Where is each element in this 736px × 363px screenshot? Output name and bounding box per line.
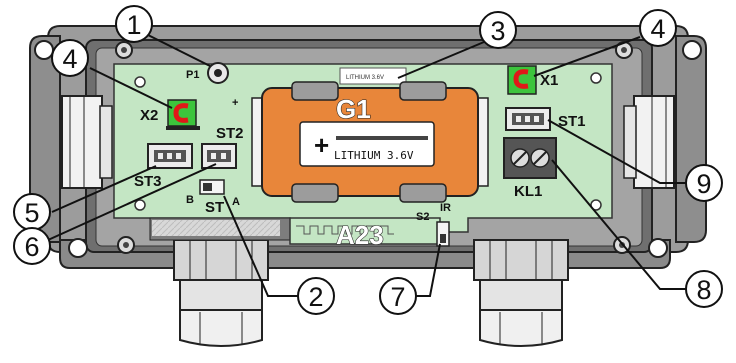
cable-gland-right bbox=[473, 239, 569, 347]
p1-label: P1 bbox=[186, 69, 199, 81]
x2-label: X2 bbox=[140, 107, 158, 124]
jumper-x2: X2 + bbox=[140, 97, 238, 130]
sticker-text: LITHIUM 3.6V bbox=[346, 75, 384, 81]
mount-hole bbox=[682, 40, 702, 60]
svg-text:9: 9 bbox=[696, 169, 711, 199]
side-gland-left bbox=[61, 95, 113, 189]
svg-text:3: 3 bbox=[490, 16, 505, 46]
callout-4-left: 4 bbox=[51, 39, 89, 77]
svg-text:1: 1 bbox=[126, 10, 141, 40]
callout-7: 7 bbox=[379, 277, 417, 315]
a23-label: A23 bbox=[336, 220, 384, 250]
ir-label: IR bbox=[440, 202, 451, 214]
connector-st2: ST2 bbox=[201, 125, 244, 169]
mount-hole bbox=[34, 40, 54, 60]
st3-label: ST3 bbox=[134, 173, 162, 190]
svg-text:2: 2 bbox=[308, 282, 323, 312]
switch-a-label: A bbox=[232, 196, 240, 208]
screw-icon bbox=[117, 236, 135, 254]
callout-6: 6 bbox=[13, 227, 51, 265]
potentiometer-p1: P1 bbox=[186, 62, 229, 84]
callout-5: 5 bbox=[13, 193, 51, 231]
callout-4-right: 4 bbox=[639, 9, 677, 47]
mount-hole bbox=[648, 238, 668, 258]
battery-g1: + LITHIUM 3.6V G1 bbox=[251, 81, 489, 203]
battery-sticker: LITHIUM 3.6V bbox=[339, 67, 407, 85]
svg-text:8: 8 bbox=[696, 275, 711, 305]
jumper-x1: X1 bbox=[507, 65, 558, 95]
callout-2: 2 bbox=[297, 277, 335, 315]
connector-st1: ST1 bbox=[505, 107, 586, 131]
slide-switch-st: B ST A bbox=[186, 179, 240, 216]
terminal-kl1: KL1 bbox=[503, 137, 557, 200]
kl1-label: KL1 bbox=[514, 183, 542, 200]
mount-hole bbox=[68, 238, 88, 258]
cable-gland-left bbox=[173, 239, 269, 347]
st1-label: ST1 bbox=[558, 113, 586, 130]
svg-text:5: 5 bbox=[24, 198, 39, 228]
st-switch-label: ST bbox=[205, 199, 224, 216]
switch-s2: S2 IR bbox=[416, 202, 451, 247]
callout-9: 9 bbox=[685, 164, 723, 202]
leader-lines bbox=[47, 34, 686, 297]
s2-label: S2 bbox=[416, 211, 429, 223]
side-gland-right bbox=[623, 95, 675, 189]
screw-icon bbox=[115, 41, 133, 59]
svg-text:4: 4 bbox=[62, 44, 77, 74]
callout-8: 8 bbox=[685, 270, 723, 308]
g1-label: G1 bbox=[336, 94, 371, 124]
svg-text:6: 6 bbox=[24, 232, 39, 262]
callout-3: 3 bbox=[479, 11, 517, 49]
x1-label: X1 bbox=[540, 72, 558, 89]
callout-1: 1 bbox=[115, 5, 153, 43]
plus-small: + bbox=[232, 97, 238, 109]
svg-text:7: 7 bbox=[390, 282, 405, 312]
st2-label: ST2 bbox=[216, 125, 244, 142]
svg-text:4: 4 bbox=[650, 14, 665, 44]
connector-st3: ST3 bbox=[134, 143, 193, 190]
battery-voltage-label: LITHIUM 3.6V bbox=[334, 149, 414, 162]
module-a23: A23 bbox=[289, 217, 441, 251]
switch-b-label: B bbox=[186, 194, 194, 206]
plus-sign: + bbox=[314, 130, 329, 160]
